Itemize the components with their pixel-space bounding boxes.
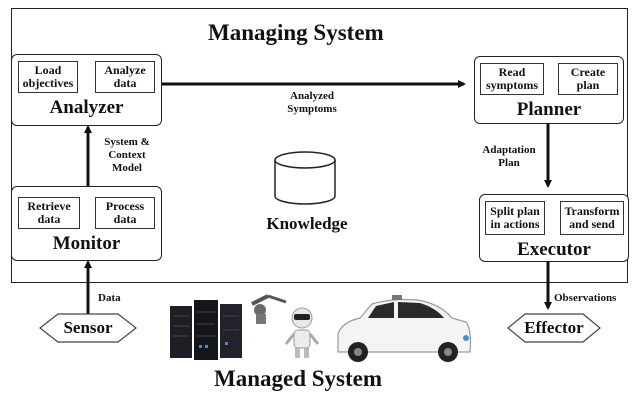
effector-label: Effector (524, 318, 584, 337)
transform-send-box: Transform and send (560, 201, 624, 235)
robot-arm-icon (251, 294, 287, 324)
analyzer-block: Load objectives Analyze data Analyzer (11, 54, 162, 126)
humanoid-robot-icon (284, 307, 320, 358)
server-rack-icon (170, 300, 242, 360)
system-context-model-label: System & Context Model (104, 136, 150, 174)
managed-system-title: Managed System (214, 366, 383, 391)
split-plan-box: Split plan in actions (485, 201, 545, 235)
managing-system-title: Managing System (208, 20, 384, 45)
planner-block: Read symptoms Create plan Planner (474, 56, 624, 124)
read-symptoms-box: Read symptoms (480, 63, 544, 95)
create-plan-box: Create plan (558, 63, 618, 95)
retrieve-data-box: Retrieve data (18, 197, 80, 229)
executor-title: Executor (517, 239, 591, 260)
self-driving-car-icon (337, 295, 472, 362)
effector-node (507, 313, 601, 343)
analyzed-symptoms-label: Analyzed Symptoms (287, 90, 337, 115)
adaptation-plan-label: Adaptation Plan (482, 144, 536, 169)
observations-label: Observations (554, 292, 617, 304)
executor-block: Split plan in actions Transform and send… (479, 194, 629, 262)
planner-title: Planner (516, 99, 582, 120)
sensor-node (39, 313, 137, 343)
analyzer-title: Analyzer (49, 97, 124, 118)
load-objectives-box: Load objectives (18, 61, 78, 93)
data-label: Data (98, 292, 121, 304)
process-data-box: Process data (95, 197, 155, 229)
managing-system-frame (11, 8, 628, 283)
analyze-data-box: Analyze data (95, 61, 155, 93)
knowledge-database-icon (274, 151, 336, 205)
sensor-label: Sensor (63, 318, 113, 337)
monitor-title: Monitor (52, 233, 121, 254)
monitor-block: Retrieve data Process data Monitor (11, 186, 162, 261)
knowledge-label: Knowledge (266, 214, 348, 233)
